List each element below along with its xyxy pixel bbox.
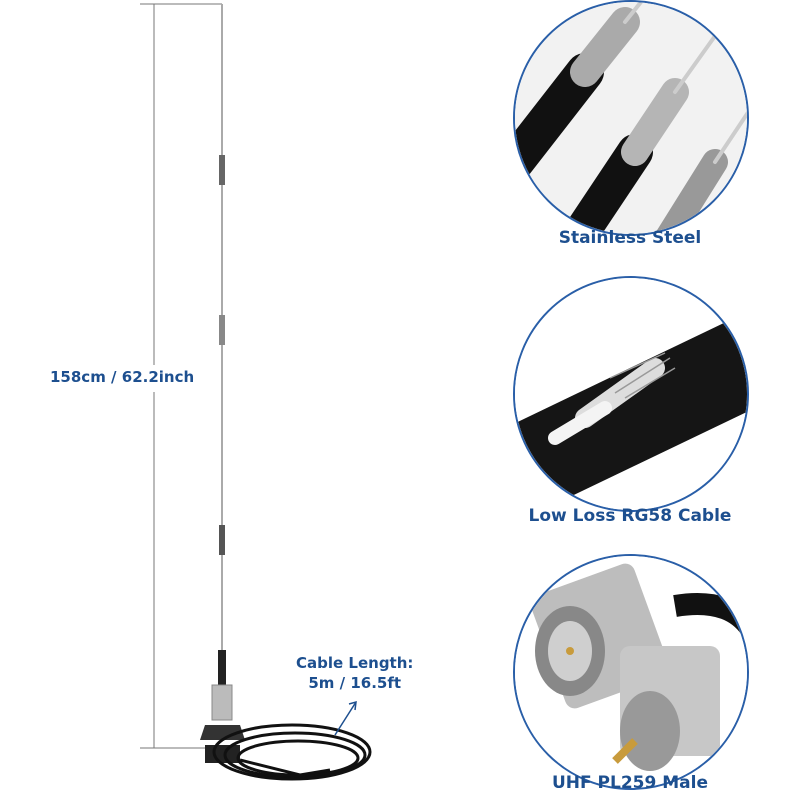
- height-label: 158cm / 62.2inch: [50, 368, 195, 386]
- pl259-connector-closeup: [513, 554, 749, 790]
- cable-length-value: 5m / 16.5ft: [308, 674, 402, 692]
- feature-caption: Low Loss RG58 Cable: [528, 506, 732, 526]
- cable-arrow: [334, 701, 357, 736]
- cable-length-label: Cable Length: 5m / 16.5ft: [296, 653, 413, 693]
- feature-caption: UHF PL259 Male: [551, 773, 708, 793]
- antenna-illustration: [140, 3, 372, 781]
- antenna-whip: [200, 4, 245, 763]
- feature-caption: Stainless Steel: [558, 228, 702, 248]
- dimension-line: [140, 3, 222, 749]
- rg58-cable-closeup: [513, 276, 749, 512]
- coax-cable: [212, 723, 372, 781]
- cable-length-title: Cable Length:: [296, 654, 414, 672]
- stainless-steel-closeup: [513, 0, 749, 236]
